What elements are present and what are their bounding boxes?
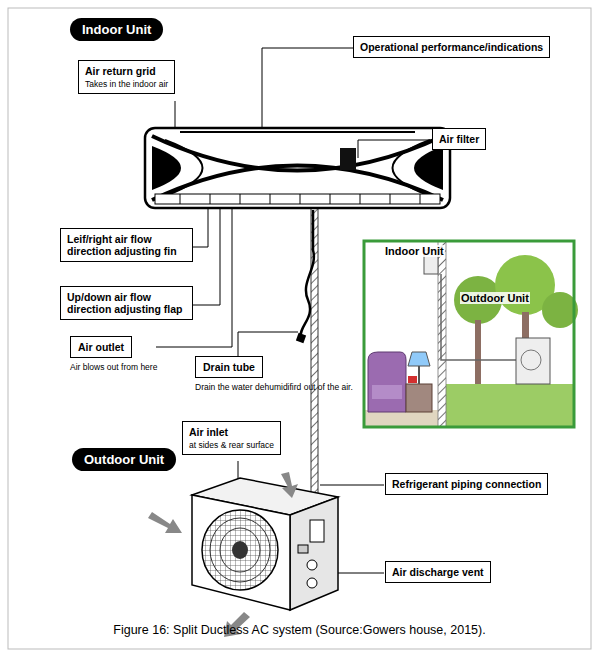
outdoor-unit bbox=[210, 518, 270, 582]
indoor-unit bbox=[152, 146, 181, 190]
callout-box: Leif/right air flow direction adjusting … bbox=[60, 228, 193, 262]
callout-box: Operational performance/indications bbox=[353, 36, 550, 58]
indoor-unit bbox=[165, 140, 203, 196]
figure-caption: Figure 16: Split Ductless AC system (Sou… bbox=[113, 623, 485, 637]
callout-note: Drain the water dehumidifird out of the … bbox=[195, 382, 353, 392]
installation-inset bbox=[372, 385, 402, 399]
installation-inset bbox=[406, 384, 432, 412]
installation-inset bbox=[418, 366, 420, 384]
leader-line bbox=[320, 485, 384, 486]
installation-inset bbox=[438, 241, 446, 427]
installation-inset bbox=[364, 241, 578, 427]
installation-inset bbox=[368, 352, 406, 412]
outdoor-unit bbox=[220, 528, 260, 572]
airflow-arrow bbox=[281, 472, 298, 498]
airflow-arrow bbox=[148, 472, 298, 637]
callout-box: Air inlet at sides & rear surface bbox=[182, 421, 281, 455]
installation-inset bbox=[364, 410, 440, 427]
inset-label: Outdoor Unit bbox=[460, 292, 530, 304]
installation-inset bbox=[475, 320, 481, 384]
leader-line bbox=[358, 140, 432, 158]
indoor-unit bbox=[180, 194, 420, 204]
callout-box: Up/down air flow direction adjusting fla… bbox=[60, 286, 193, 320]
outdoor-unit bbox=[298, 545, 308, 553]
callout-box: Air filter bbox=[432, 128, 486, 150]
callout-text: Air outlet bbox=[70, 336, 132, 358]
outdoor-unit bbox=[192, 478, 338, 610]
installation-inset bbox=[408, 376, 417, 383]
drain-tube bbox=[301, 210, 314, 338]
installation-inset bbox=[441, 274, 516, 360]
drain-tube-end bbox=[296, 333, 306, 343]
leader-line bbox=[262, 48, 353, 127]
installation-inset bbox=[364, 241, 574, 427]
installation-inset bbox=[521, 350, 541, 370]
indoor-unit bbox=[145, 128, 450, 208]
leader-line bbox=[193, 209, 208, 247]
callout-box: Air outletAir blows out from here bbox=[70, 336, 157, 372]
outdoor-unit bbox=[232, 541, 248, 559]
outdoor-unit bbox=[290, 497, 338, 610]
callout-text: Air discharge vent bbox=[392, 566, 484, 578]
outdoor-unit bbox=[192, 495, 290, 610]
indoor-unit bbox=[340, 148, 356, 170]
leader-line bbox=[193, 209, 220, 305]
callout-note: Takes in the indoor air bbox=[85, 79, 168, 89]
leader-line bbox=[238, 332, 298, 356]
callout-note: at sides & rear surface bbox=[189, 440, 274, 450]
callout-text: Indoor Unit bbox=[82, 22, 151, 37]
callout-box: Air return gridTakes in the indoor air bbox=[78, 60, 175, 94]
callout-text: Outdoor Unit bbox=[84, 452, 164, 467]
callout-text: Operational performance/indications bbox=[360, 41, 543, 53]
indoor-unit bbox=[155, 194, 440, 204]
indoor-unit bbox=[145, 128, 450, 208]
installation-inset bbox=[408, 352, 430, 366]
leader-line bbox=[175, 101, 176, 127]
outdoor-unit bbox=[202, 510, 278, 590]
indoor-unit bbox=[180, 131, 415, 133]
callout-text: Refrigerant piping connection bbox=[392, 478, 541, 490]
callout-note: Air blows out from here bbox=[70, 362, 157, 372]
callout-text: Air filter bbox=[439, 133, 479, 145]
unit-title: Outdoor Unit bbox=[72, 448, 176, 471]
callout-box: Drain tubeDrain the water dehumidifird o… bbox=[195, 356, 353, 392]
indoor-unit bbox=[414, 146, 443, 190]
frame bbox=[8, 8, 591, 649]
airflow-arrow bbox=[148, 512, 182, 533]
callout-text: Leif/right air flow direction adjusting … bbox=[67, 233, 186, 257]
callout-box: Air discharge vent bbox=[385, 561, 491, 583]
unit-title: Indoor Unit bbox=[70, 18, 163, 41]
indoor-unit bbox=[393, 140, 431, 196]
outdoor-unit bbox=[310, 520, 324, 542]
callout-text: Air inlet bbox=[189, 426, 274, 438]
callout-text: Up/down air flow direction adjusting fla… bbox=[67, 291, 186, 315]
callout-text: Air return grid bbox=[85, 65, 168, 77]
outdoor-unit bbox=[307, 560, 317, 570]
installation-inset bbox=[364, 241, 574, 427]
installation-inset bbox=[446, 384, 574, 427]
installation-inset bbox=[516, 338, 550, 384]
inset-label: Indoor Unit bbox=[384, 245, 445, 257]
outdoor-unit bbox=[307, 578, 317, 588]
callout-text: Drain tube bbox=[195, 356, 263, 378]
callout-box: Refrigerant piping connection bbox=[385, 473, 548, 495]
